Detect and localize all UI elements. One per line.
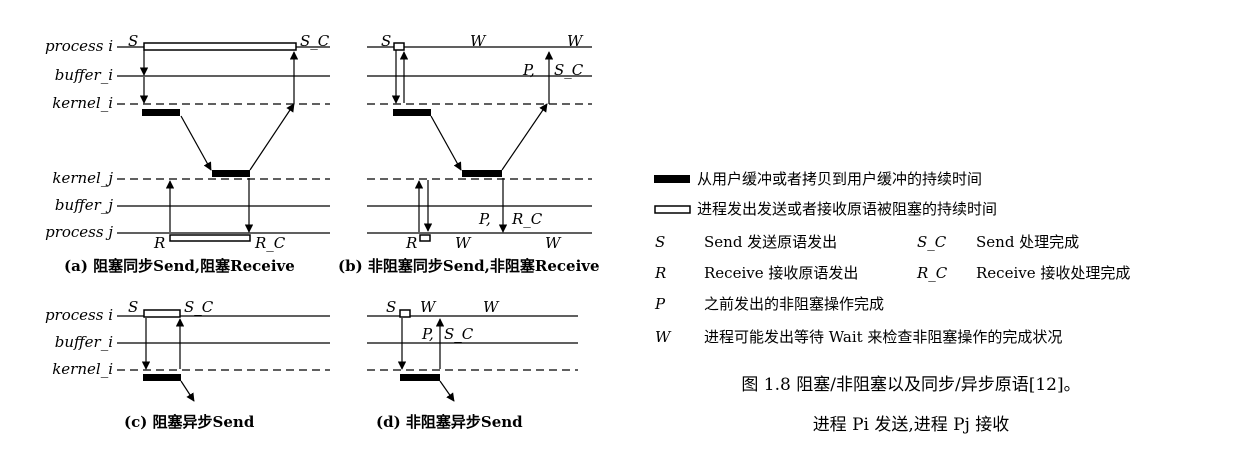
copy-bar	[462, 170, 502, 177]
arrow	[180, 115, 212, 171]
copy-bar	[143, 374, 181, 381]
mark-r: R	[405, 234, 417, 252]
arrow	[180, 380, 195, 402]
blocked-box	[399, 309, 411, 318]
caption-d: (d) 非阻塞异步Send	[376, 413, 523, 431]
legend-w-key: W	[655, 328, 672, 346]
label-buffer-j: buffer_j	[55, 196, 113, 214]
legend-bar-swatch	[654, 175, 690, 183]
label-kernel-i: kernel_i	[52, 360, 113, 378]
caption-b: (b) 非阻塞同步Send,非阻塞Receive	[338, 257, 600, 275]
panel-b: S W W P, S_C P, R_C R W W (b) 非阻塞同步Send,…	[338, 32, 600, 275]
figure-caption: 图 1.8 阻塞/非阻塞以及同步/异步原语[12]。 进程 Pi 发送,进程 P…	[741, 375, 1080, 435]
panel-a: process i buffer_i kernel_i kernel_j buf…	[45, 32, 330, 275]
caption-c: (c) 阻塞异步Send	[124, 413, 255, 431]
copy-bar	[393, 109, 431, 116]
legend-rc-desc: Receive 接收处理完成	[976, 264, 1130, 282]
mark-s: S	[128, 298, 138, 316]
blocked-box	[143, 42, 297, 51]
mark-w: W	[420, 298, 437, 316]
mark-w: W	[483, 298, 500, 316]
legend-box-swatch	[654, 205, 691, 214]
legend-p-desc: 之前发出的非阻塞操作完成	[704, 295, 884, 313]
mark-sc: S_C	[444, 325, 474, 343]
blocked-box	[419, 234, 431, 242]
arrow	[430, 115, 462, 171]
legend-r-key: R	[654, 264, 666, 282]
legend-sc-desc: Send 处理完成	[976, 233, 1079, 251]
figure-caption-line2: 进程 Pi 发送,进程 Pj 接收	[813, 415, 1010, 435]
caption-a: (a) 阻塞同步Send,阻塞Receive	[64, 257, 295, 275]
figure-caption-line1: 图 1.8 阻塞/非阻塞以及同步/异步原语[12]。	[741, 375, 1080, 395]
blocked-box	[393, 42, 405, 51]
label-buffer-i: buffer_i	[55, 333, 113, 351]
mark-p: P,	[478, 210, 491, 228]
mark-w: W	[455, 234, 472, 252]
mark-w: W	[470, 32, 487, 50]
arrow	[249, 103, 295, 171]
mark-sc: S_C	[184, 298, 214, 316]
copy-bar	[400, 374, 440, 381]
legend-box-desc: 进程发出发送或者接收原语被阻塞的持续时间	[697, 200, 997, 218]
mark-s: S	[386, 298, 396, 316]
label-process-j: process j	[45, 223, 113, 241]
label-kernel-i: kernel_i	[52, 94, 113, 112]
mark-p: P,	[522, 61, 535, 79]
mark-w: W	[545, 234, 562, 252]
legend-s-desc: Send 发送原语发出	[704, 233, 837, 251]
panel-c: process i buffer_i kernel_i S S_C (c) 阻塞…	[45, 298, 330, 431]
copy-bar	[142, 109, 180, 116]
blocked-box	[169, 234, 251, 242]
legend-p-key: P	[654, 295, 666, 313]
mark-w: W	[567, 32, 584, 50]
legend-w-desc: 进程可能发出等待 Wait 来检查非阻塞操作的完成状况	[704, 328, 1062, 346]
legend-sc-key: S_C	[917, 233, 947, 251]
mark-sc: S_C	[554, 61, 584, 79]
legend-rc-key: R_C	[916, 264, 948, 282]
legend: 从用户缓冲或者拷贝到用户缓冲的持续时间 进程发出发送或者接收原语被阻塞的持续时间…	[654, 170, 1130, 346]
mark-sc: S_C	[300, 32, 330, 50]
label-process-i: process i	[45, 37, 113, 55]
label-buffer-i: buffer_i	[55, 66, 113, 84]
label-process-i: process i	[45, 306, 113, 324]
mark-s: S	[381, 32, 391, 50]
arrow	[501, 103, 548, 171]
mark-p: P,	[421, 325, 434, 343]
legend-r-desc: Receive 接收原语发出	[704, 264, 858, 282]
arrow	[439, 380, 455, 402]
mark-rc: R_C	[254, 234, 286, 252]
label-kernel-j: kernel_j	[52, 169, 113, 187]
panel-d: S W W P, S_C (d) 非阻塞异步Send	[367, 298, 578, 431]
legend-bar-desc: 从用户缓冲或者拷贝到用户缓冲的持续时间	[697, 170, 982, 188]
blocked-box	[143, 309, 181, 318]
legend-s-key: S	[655, 233, 665, 251]
copy-bar	[212, 170, 250, 177]
mark-rc: R_C	[511, 210, 543, 228]
mark-s: S	[128, 32, 138, 50]
mark-r: R	[153, 234, 165, 252]
